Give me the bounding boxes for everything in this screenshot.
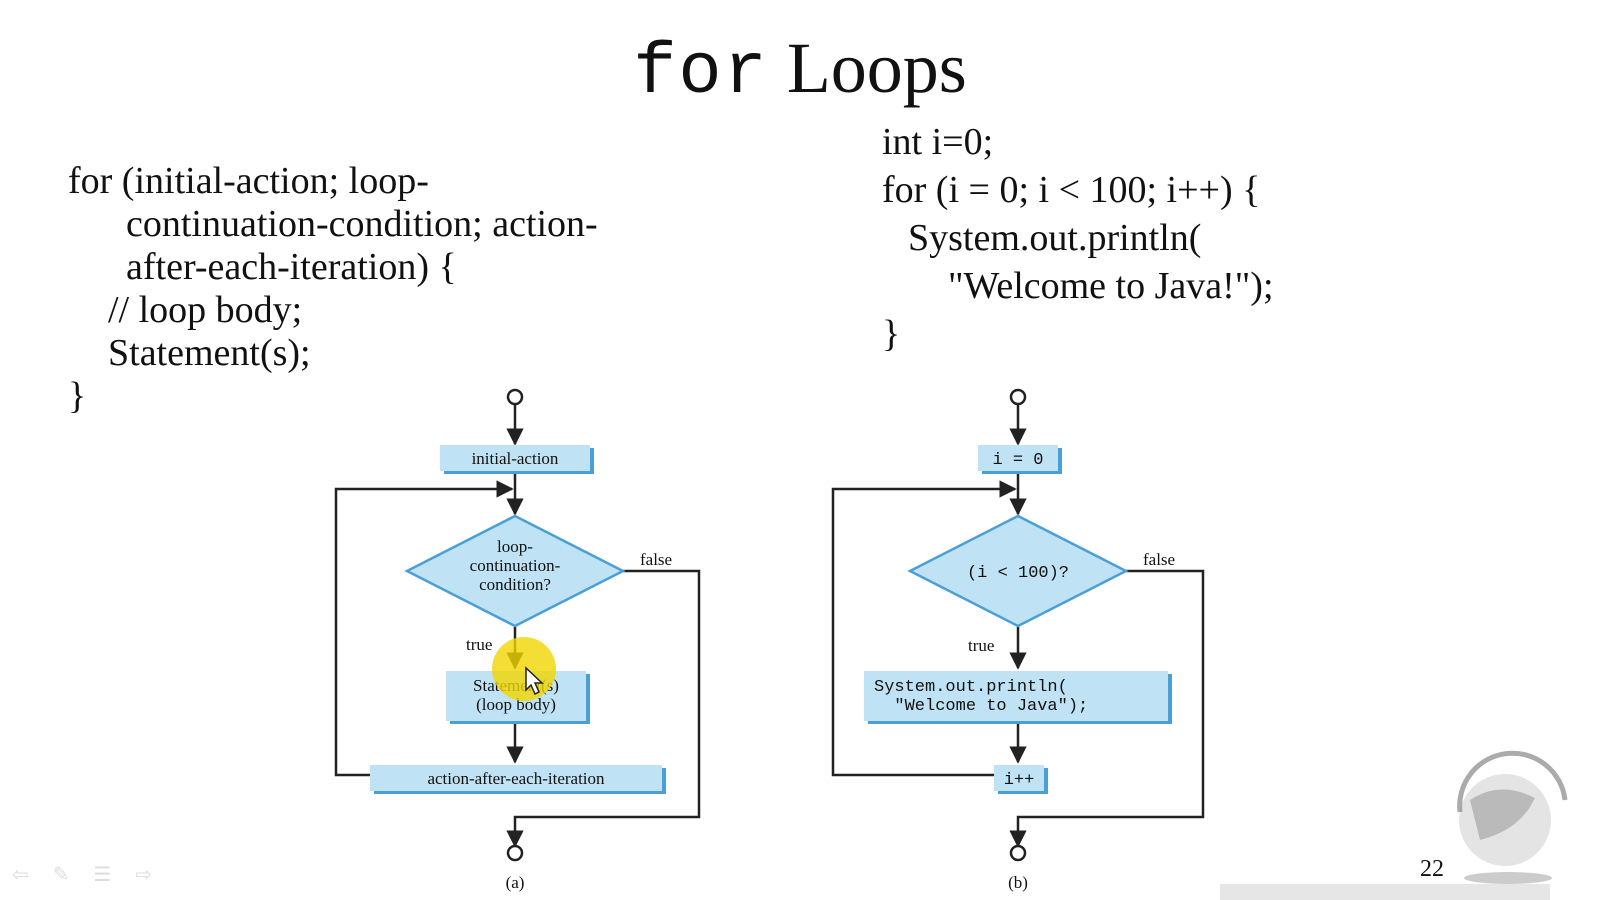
code-line: for (initial-action; loop-: [68, 160, 429, 202]
title-text: Loops: [786, 28, 967, 108]
code-line: continuation-condition; action-: [126, 203, 598, 245]
start-terminal: [506, 388, 524, 406]
flowchart-b-boxes: i = 0 (i < 100)? System.out.println( "We…: [864, 445, 1175, 892]
slide-nav: ⇦ ✎ ☰ ⇨: [12, 862, 152, 886]
false-label: false: [1143, 550, 1175, 569]
true-label: true: [968, 636, 994, 655]
code-line: Statement(s);: [108, 332, 311, 374]
code-line: System.out.println(: [908, 217, 1202, 259]
init-box: [440, 445, 590, 471]
mouse-cursor-icon: [525, 666, 544, 696]
menu-icon[interactable]: ☰: [93, 862, 112, 886]
caption: (b): [1008, 873, 1028, 892]
loop-back-arrow: [831, 480, 1017, 777]
code-line: // loop body;: [108, 289, 303, 331]
caption: (a): [506, 873, 525, 892]
flowchart-a-boxes: initial-action loop- continuation- condi…: [370, 445, 672, 892]
code-line: "Welcome to Java!");: [948, 265, 1274, 307]
pen-icon[interactable]: ✎: [52, 862, 70, 886]
next-arrow-icon[interactable]: ⇨: [135, 862, 153, 886]
prev-arrow-icon[interactable]: ⇦: [12, 862, 29, 886]
init-box: [978, 445, 1058, 471]
end-terminal: [506, 844, 524, 862]
body-label: System.out.println(: [874, 678, 1068, 697]
slide-title: for Loops: [0, 28, 1600, 113]
globe-logo-icon: [1457, 750, 1568, 884]
condition-label: loop-: [497, 537, 533, 556]
cursor-highlight: [492, 637, 556, 701]
body-label: "Welcome to Java");: [874, 697, 1088, 716]
false-label: false: [640, 550, 672, 569]
update-label: action-after-each-iteration: [427, 769, 605, 788]
condition-diamond: [907, 514, 1129, 628]
general-form-code: for (initial-action; loop- continuation-…: [68, 160, 808, 418]
flowchart-a: [334, 388, 701, 862]
update-label: i++: [1004, 771, 1035, 790]
body-label: (loop body): [476, 695, 556, 714]
update-box: [994, 765, 1044, 791]
update-box: [370, 765, 662, 791]
condition-label: continuation-: [470, 556, 561, 575]
code-line: }: [882, 313, 901, 355]
init-label: i = 0: [992, 451, 1043, 470]
title-keyword: for: [633, 32, 769, 114]
false-exit-arrow: [506, 569, 701, 848]
code-line: }: [68, 375, 87, 417]
page-number: 22: [1420, 856, 1444, 882]
loop-back-arrow: [334, 480, 514, 777]
code-line: for (i = 0; i < 100; i++) {: [882, 169, 1261, 211]
condition-diamond: [404, 514, 626, 628]
example-code: int i=0; for (i = 0; i < 100; i++) { Sys…: [882, 118, 1542, 358]
false-exit-arrow: [1009, 569, 1205, 848]
code-line: int i=0;: [882, 121, 994, 163]
true-label: true: [466, 635, 492, 654]
start-terminal: [1009, 388, 1027, 406]
flowchart-b: [831, 388, 1205, 862]
condition-label: condition?: [479, 575, 551, 594]
init-label: initial-action: [472, 449, 559, 468]
body-box: [864, 671, 1168, 721]
condition-label: (i < 100)?: [967, 564, 1069, 583]
end-terminal: [1009, 844, 1027, 862]
code-line: after-each-iteration) {: [126, 246, 457, 288]
bottom-bar: [1220, 884, 1550, 900]
